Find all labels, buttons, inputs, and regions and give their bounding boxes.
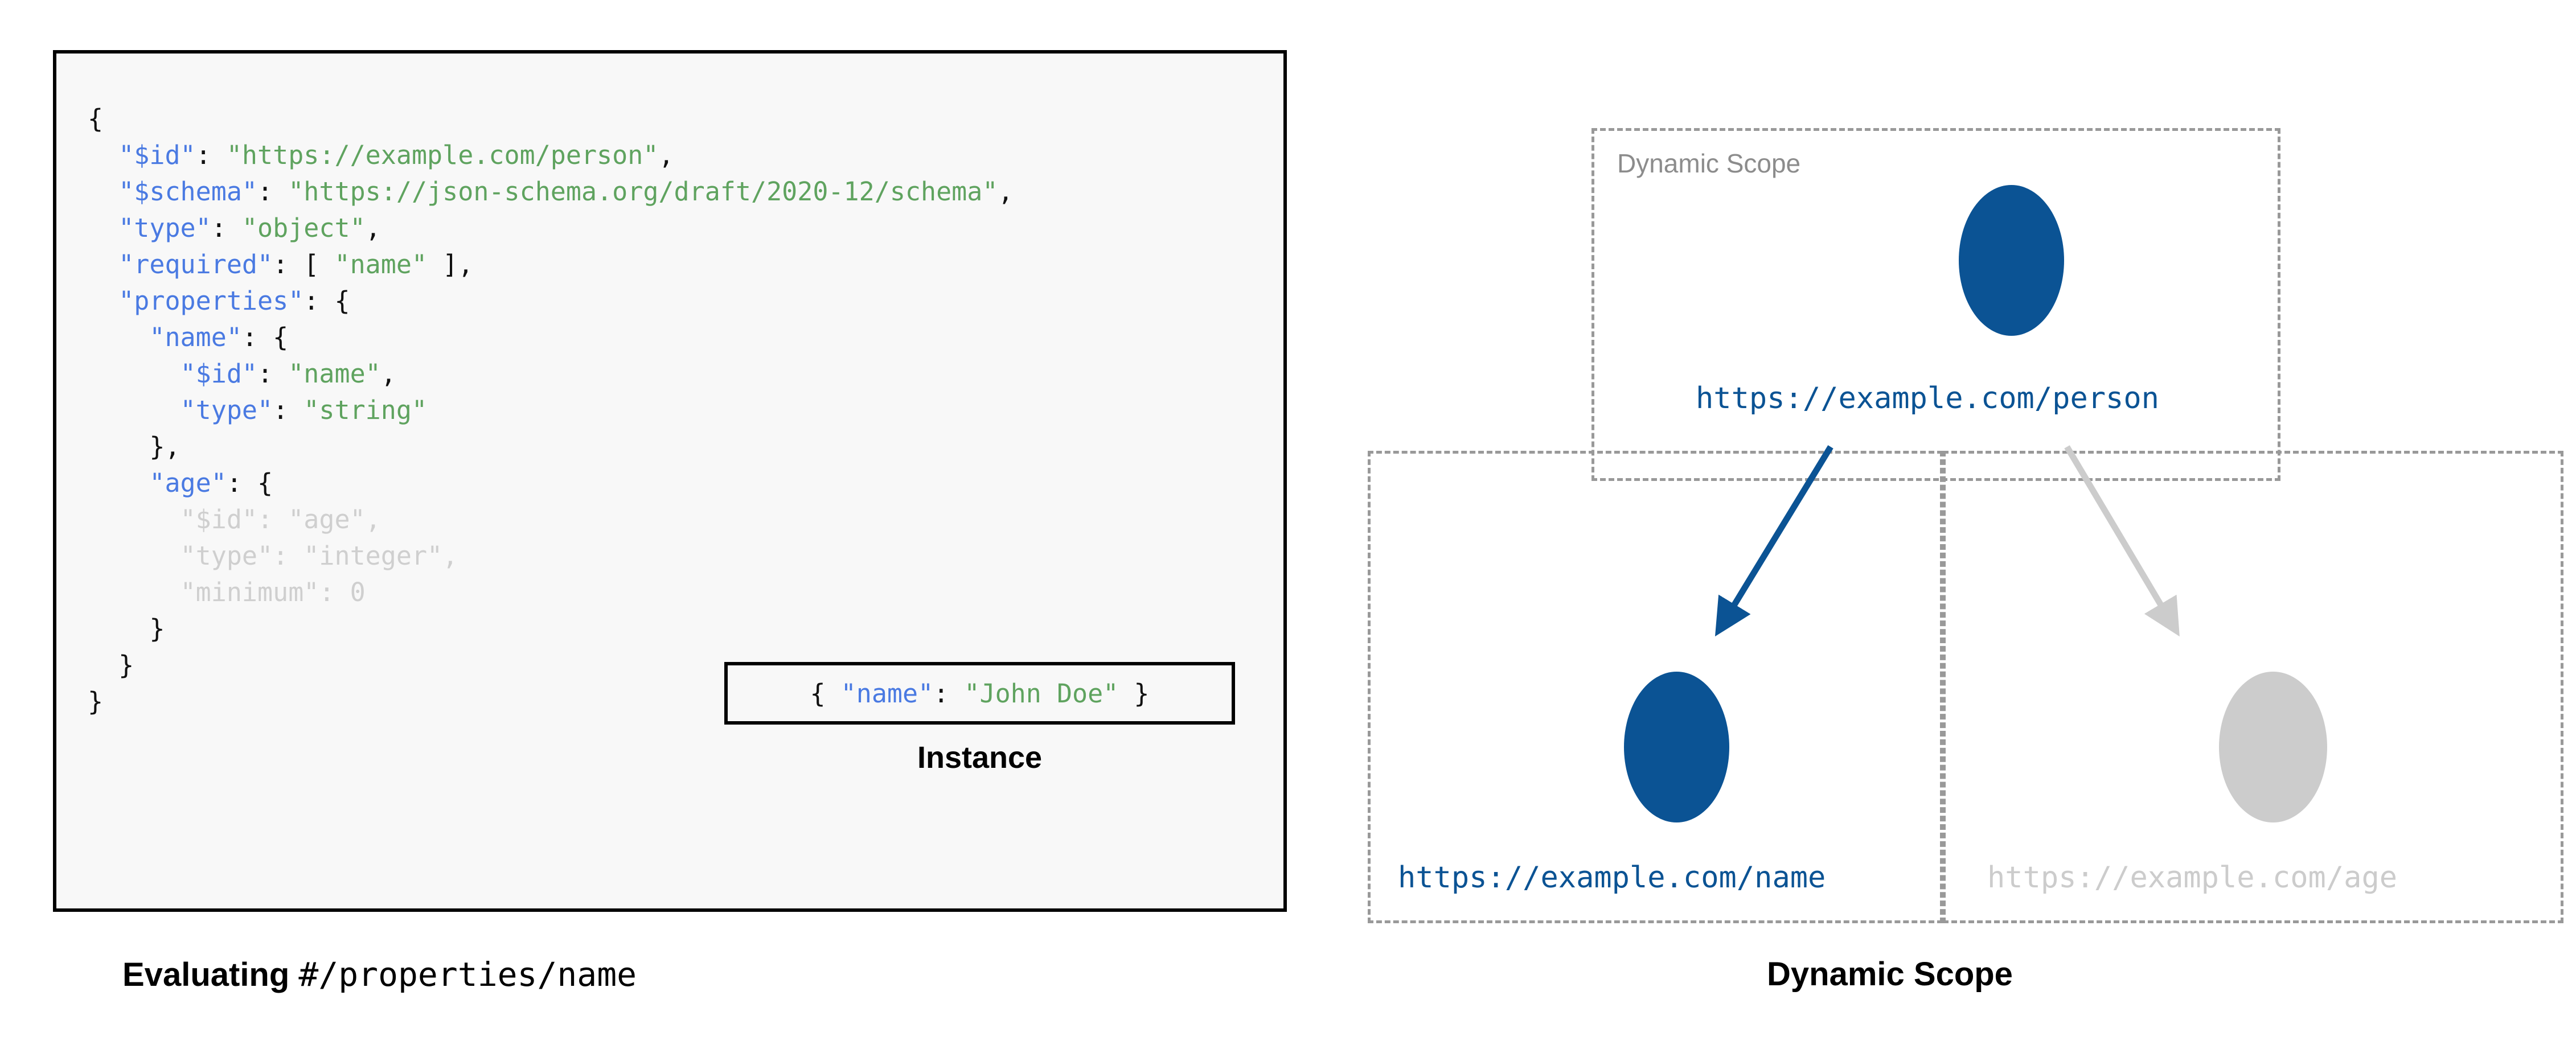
code-token-p bbox=[88, 359, 181, 389]
code-token-p bbox=[88, 504, 181, 534]
code-line: "name": { bbox=[88, 319, 1014, 356]
code-token-p bbox=[88, 286, 118, 316]
code-token-p: { bbox=[810, 678, 841, 709]
code-token-p: : bbox=[195, 140, 227, 170]
caption-dynamic-scope: Dynamic Scope bbox=[1767, 956, 2013, 993]
code-token-p bbox=[88, 213, 118, 243]
code-token-p: } bbox=[88, 614, 165, 644]
scope-box-name bbox=[1368, 451, 1943, 923]
code-token-p bbox=[88, 577, 181, 607]
code-token-s: "https://json-schema.org/draft/2020-12/s… bbox=[288, 176, 998, 207]
code-token-p: , bbox=[365, 504, 381, 534]
code-token-p bbox=[88, 322, 149, 352]
code-line: "properties": { bbox=[88, 283, 1014, 319]
code-line: { bbox=[88, 101, 1014, 137]
code-line: }, bbox=[88, 429, 1014, 465]
code-token-p: }, bbox=[88, 431, 181, 462]
code-token-p bbox=[88, 249, 118, 279]
code-token-p bbox=[88, 468, 149, 498]
code-line: "$id": "age", bbox=[88, 501, 1014, 538]
code-line: } bbox=[88, 684, 1014, 720]
code-token-p: : bbox=[273, 395, 304, 425]
code-token-p: ], bbox=[427, 249, 474, 279]
node-label-person: https://example.com/person bbox=[1696, 381, 2159, 416]
code-token-s: "name" bbox=[334, 249, 428, 279]
code-token-p: , bbox=[442, 541, 458, 571]
code-token-k: "type" bbox=[180, 541, 273, 571]
code-token-p: { bbox=[88, 104, 104, 134]
code-line: "$id": "name", bbox=[88, 356, 1014, 392]
code-token-s: "integer" bbox=[303, 541, 443, 571]
node-label-age: https://example.com/age bbox=[1987, 861, 2398, 895]
code-line: "type": "object", bbox=[88, 210, 1014, 246]
caption-evaluating: Evaluating #/properties/name bbox=[122, 955, 637, 994]
code-token-p: : bbox=[211, 213, 242, 243]
code-line: "required": [ "name" ], bbox=[88, 246, 1014, 283]
code-token-k: "type" bbox=[180, 395, 273, 425]
code-line: } bbox=[88, 647, 1014, 684]
code-token-k: "$id" bbox=[180, 504, 258, 534]
code-token-k: "$schema" bbox=[118, 176, 258, 207]
node-circle-person bbox=[1959, 185, 2064, 336]
code-line: "age": { bbox=[88, 465, 1014, 501]
code-token-s: "John Doe" bbox=[964, 678, 1119, 709]
code-token-p: : bbox=[933, 678, 965, 709]
code-token-p: , bbox=[365, 213, 381, 243]
caption-evaluating-bold: Evaluating bbox=[122, 956, 290, 993]
code-token-p: : bbox=[319, 577, 350, 607]
code-line: "$id": "https://example.com/person", bbox=[88, 137, 1014, 174]
code-token-p: : { bbox=[303, 286, 350, 316]
schema-code-panel: { "$id": "https://example.com/person", "… bbox=[53, 50, 1287, 912]
code-token-p bbox=[88, 395, 181, 425]
code-line: "type": "integer", bbox=[88, 538, 1014, 574]
code-token-p: } bbox=[88, 650, 134, 680]
scope-box-label: Dynamic Scope bbox=[1617, 149, 1801, 178]
code-token-k: "$id" bbox=[180, 359, 258, 389]
code-token-s: "https://example.com/person" bbox=[226, 140, 659, 170]
code-token-p: : bbox=[257, 176, 289, 207]
instance-label: Instance bbox=[917, 741, 1043, 775]
code-token-p: : bbox=[257, 504, 289, 534]
code-token-k: "$id" bbox=[118, 140, 196, 170]
code-token-p bbox=[88, 541, 181, 571]
code-token-p: : bbox=[257, 359, 289, 389]
code-token-p: , bbox=[380, 359, 396, 389]
code-token-p: } bbox=[1118, 678, 1150, 709]
caption-evaluating-pointer: #/properties/name bbox=[298, 955, 637, 994]
code-token-k: "required" bbox=[118, 249, 273, 279]
scope-box-age bbox=[1943, 451, 2563, 923]
code-line: "type": "string" bbox=[88, 392, 1014, 429]
code-token-p: , bbox=[998, 176, 1014, 207]
dynamic-scope-diagram: Dynamic Scope https://example.com/person… bbox=[1355, 102, 2563, 928]
code-token-k: "name" bbox=[149, 322, 242, 352]
node-circle-age bbox=[2219, 672, 2327, 822]
code-token-k: "minimum" bbox=[180, 577, 319, 607]
code-token-p bbox=[88, 140, 118, 170]
node-circle-name bbox=[1624, 672, 1729, 822]
code-token-p: } bbox=[88, 686, 104, 717]
code-line: "minimum": 0 bbox=[88, 574, 1014, 611]
code-token-s: "object" bbox=[241, 213, 366, 243]
code-token-p: : [ bbox=[273, 249, 335, 279]
code-token-p bbox=[88, 176, 118, 207]
code-token-num: 0 bbox=[350, 577, 366, 607]
code-token-k: "type" bbox=[118, 213, 211, 243]
code-token-s: "string" bbox=[303, 395, 428, 425]
code-token-s: "name" bbox=[288, 359, 381, 389]
code-token-k: "age" bbox=[149, 468, 227, 498]
code-token-s: "age" bbox=[288, 504, 366, 534]
instance-json: { "name": "John Doe" } bbox=[810, 678, 1149, 709]
code-line: "$schema": "https://json-schema.org/draf… bbox=[88, 174, 1014, 210]
code-token-p: : { bbox=[226, 468, 273, 498]
instance-box: { "name": "John Doe" } bbox=[724, 662, 1235, 725]
code-token-p: : bbox=[273, 541, 304, 571]
code-token-p: : { bbox=[241, 322, 289, 352]
code-token-k: "properties" bbox=[118, 286, 304, 316]
schema-code-listing: { "$id": "https://example.com/person", "… bbox=[88, 101, 1014, 720]
scope-box-person bbox=[1591, 128, 2280, 481]
code-token-k: "name" bbox=[840, 678, 934, 709]
code-line: } bbox=[88, 611, 1014, 647]
node-label-name: https://example.com/name bbox=[1398, 861, 1826, 895]
code-token-p: , bbox=[658, 140, 674, 170]
